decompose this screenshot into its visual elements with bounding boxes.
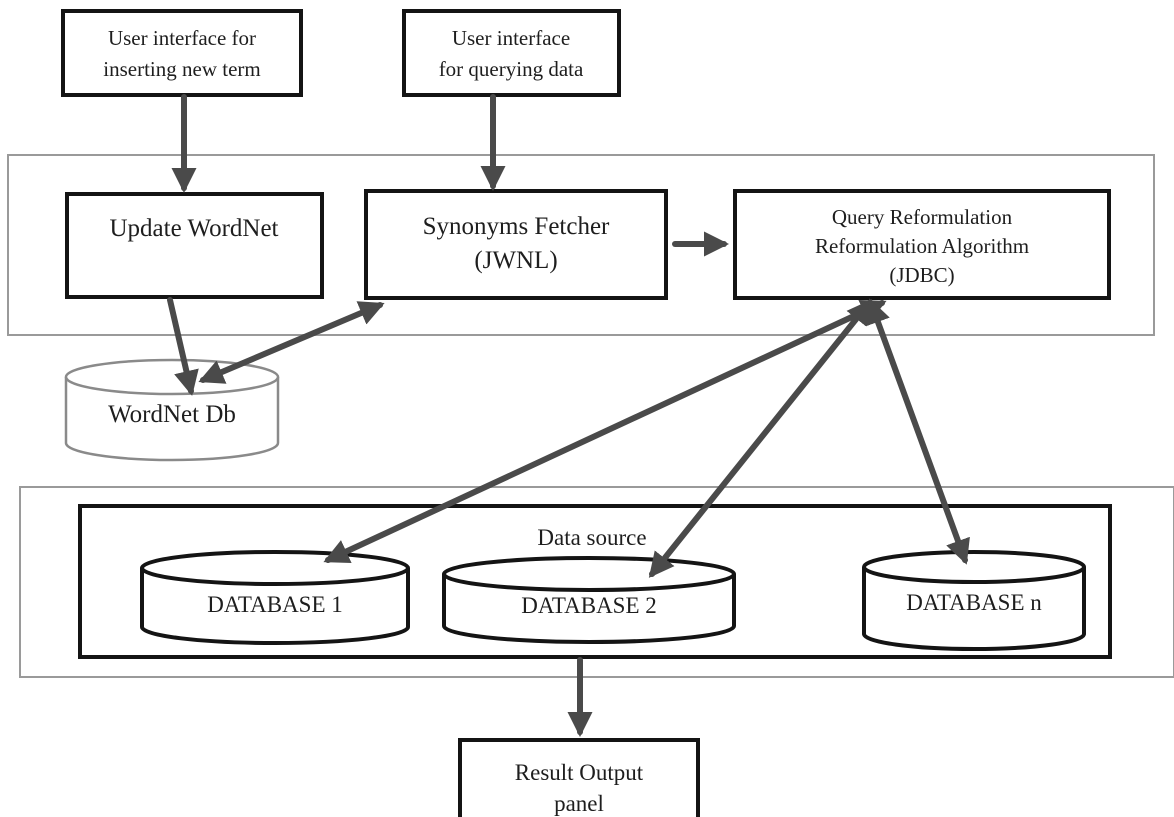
result-output-line2: panel [554, 791, 604, 816]
update-wordnet-label: Update WordNet [109, 215, 278, 242]
database-n-cylinder: DATABASE n [862, 550, 1086, 651]
arrow-update-to-wordnet-db [167, 297, 199, 396]
result-output-box: Result Output panel [458, 738, 700, 817]
data-source-title: Data source [537, 525, 646, 550]
ui-query-data-line2: for querying data [439, 57, 584, 81]
synonyms-fetcher-line2: (JWNL) [474, 247, 557, 274]
database-n-label: DATABASE n [906, 590, 1042, 615]
query-reformulation-box: Query Reformulation Reformulation Algori… [733, 189, 1111, 300]
ui-insert-term-box: User interface for inserting new term [61, 9, 303, 97]
ui-query-data-line1: User interface [452, 26, 570, 50]
arrow-synonyms-wordnet-db [198, 301, 385, 384]
wordnet-db-label: WordNet Db [108, 401, 236, 428]
arrow-reformulation-database-2 [648, 299, 873, 578]
database-1-cylinder: DATABASE 1 [140, 550, 410, 645]
synonyms-fetcher-box: Synonyms Fetcher (JWNL) [364, 189, 668, 300]
ui-query-data-box: User interface for querying data [402, 9, 621, 97]
ui-insert-term-line1: User interface for [108, 26, 256, 50]
query-reformulation-line3: (JDBC) [889, 263, 954, 287]
update-wordnet-box: Update WordNet [65, 192, 324, 299]
database-2-cylinder: DATABASE 2 [442, 556, 736, 644]
synonyms-fetcher-line1: Synonyms Fetcher [423, 213, 610, 240]
arrow-reformulation-database-n [866, 298, 970, 565]
database-2-label: DATABASE 2 [521, 593, 657, 618]
result-output-line1: Result Output [515, 760, 644, 785]
query-reformulation-line2: Reformulation Algorithm [815, 234, 1029, 258]
wordnet-db-cylinder: WordNet Db [64, 358, 280, 462]
database-1-label: DATABASE 1 [207, 592, 343, 617]
query-reformulation-line1: Query Reformulation [832, 205, 1013, 229]
ui-insert-term-line2: inserting new term [103, 57, 260, 81]
